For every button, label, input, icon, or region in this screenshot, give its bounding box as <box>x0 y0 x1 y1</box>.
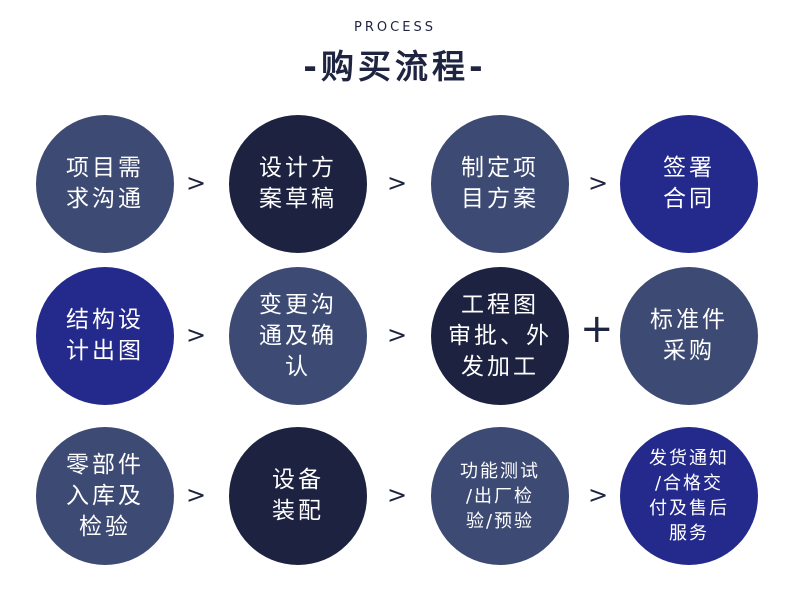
step-label: 零部件 入库及 检验 <box>66 451 144 540</box>
separator-arrow: > <box>386 321 408 349</box>
separator-arrow: > <box>185 481 207 509</box>
step-circle-design-draft: 设计方 案草稿 <box>229 115 367 253</box>
step-circle-parts-inspection: 零部件 入库及 检验 <box>36 427 174 565</box>
separator-arrow: > <box>185 169 207 197</box>
step-label: 制定项 目方案 <box>461 155 539 212</box>
separator-arrow: > <box>587 481 609 509</box>
step-label: 设计方 案草稿 <box>259 155 337 212</box>
separator-arrow: > <box>587 169 609 197</box>
step-label: 结构设 计出图 <box>66 307 144 364</box>
header-subtitle: PROCESS <box>354 20 436 35</box>
page-title: -购买流程- <box>303 47 487 86</box>
step-circle-sign-contract: 签署 合同 <box>620 115 758 253</box>
step-label: 功能测试 /出厂检 验/预验 <box>460 460 540 532</box>
step-label: 变更沟 通及确 认 <box>259 291 337 380</box>
step-label: 工程图 审批、外 发加工 <box>448 291 552 380</box>
step-circle-project-plan: 制定项 目方案 <box>431 115 569 253</box>
step-label: 签署 合同 <box>663 155 715 212</box>
separator-plus: + <box>580 306 614 352</box>
step-label: 发货通知 /合格交 付及售后 服务 <box>649 448 729 544</box>
step-circle-drawing-approval: 工程图 审批、外 发加工 <box>431 267 569 405</box>
separator-arrow: > <box>185 321 207 349</box>
step-label: 设备 装配 <box>272 467 324 524</box>
step-circle-testing: 功能测试 /出厂检 验/预验 <box>431 427 569 565</box>
step-circle-project-requirements: 项目需 求沟通 <box>36 115 174 253</box>
step-circle-delivery-service: 发货通知 /合格交 付及售后 服务 <box>620 427 758 565</box>
separator-arrow: > <box>386 481 408 509</box>
step-circle-change-confirmation: 变更沟 通及确 认 <box>229 267 367 405</box>
step-label: 标准件 采购 <box>650 307 728 364</box>
step-circle-structural-drawings: 结构设 计出图 <box>36 267 174 405</box>
separator-arrow: > <box>386 169 408 197</box>
step-label: 项目需 求沟通 <box>66 155 144 212</box>
step-circle-standard-parts: 标准件 采购 <box>620 267 758 405</box>
step-circle-assembly: 设备 装配 <box>229 427 367 565</box>
